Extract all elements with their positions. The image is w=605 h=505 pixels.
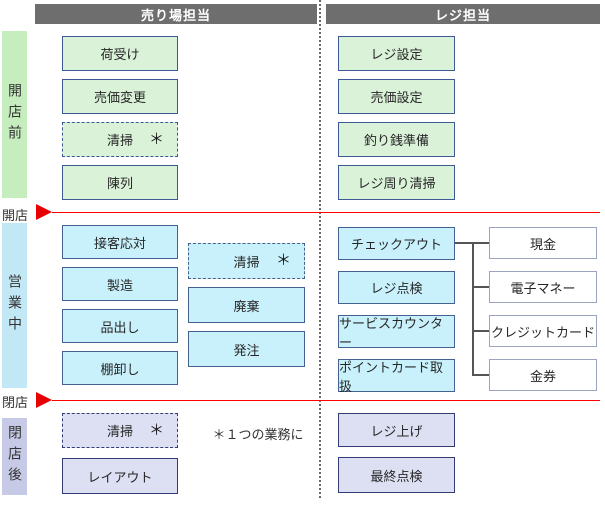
asterisk-mark: ＊ xyxy=(148,131,164,148)
task-box-seisou-after: 清掃 ＊ xyxy=(62,413,178,448)
task-box-reji-tenken: レジ点検 xyxy=(338,271,455,304)
connector-branch-emoney xyxy=(472,286,489,288)
open-marker-arrow-icon xyxy=(36,204,52,220)
task-label: チェックアウト xyxy=(350,237,442,252)
phase-label-after-close: 閉店後 xyxy=(7,425,23,488)
task-label: 荷受け xyxy=(100,47,140,62)
task-box-tsurisen-junbi: 釣り銭準備 xyxy=(338,122,455,157)
task-label: 陳列 xyxy=(106,176,133,191)
task-box-service-counter: サービスカウンター xyxy=(338,315,455,350)
close-marker-label: 閉店 xyxy=(2,395,29,410)
task-box-reji-settei: レジ設定 xyxy=(338,36,455,71)
connector-branch-credit xyxy=(472,330,489,332)
asterisk-mark: ＊ xyxy=(148,422,164,439)
close-marker-line xyxy=(52,400,600,401)
task-label: ポイントカード取扱 xyxy=(339,359,444,394)
task-box-baika-settei: 売価設定 xyxy=(338,79,455,114)
task-box-sekkyaku: 接客応対 xyxy=(62,225,178,259)
task-box-saishuu-tenken: 最終点検 xyxy=(338,457,455,493)
payment-box-emoney: 電子マネー xyxy=(489,271,597,303)
task-label: 金券 xyxy=(529,368,556,384)
task-box-baika-henkou: 売価変更 xyxy=(62,79,178,114)
task-label: レジ点検 xyxy=(370,281,423,296)
task-label: 棚卸し xyxy=(100,361,140,377)
phase-sidebar-before-open: 開店前 xyxy=(2,31,27,198)
payment-box-credit-card: クレジットカード xyxy=(489,315,597,347)
task-box-haiki: 廃棄 xyxy=(188,287,305,323)
task-label: 清掃 xyxy=(106,133,133,148)
asterisk-mark: ＊ xyxy=(275,252,291,269)
phase-sidebar-during-business: 営業中 xyxy=(2,223,27,388)
task-label: 品出し xyxy=(100,319,140,335)
task-label: 電子マネー xyxy=(510,280,576,296)
task-label: 現金 xyxy=(529,236,556,252)
task-box-reji-mawari-seisou: レジ周り清掃 xyxy=(338,165,455,200)
payment-box-voucher: 金券 xyxy=(489,359,597,391)
connector-branch-voucher xyxy=(472,374,489,376)
task-box-layout: レイアウト xyxy=(62,458,178,494)
task-box-chinretsu: 陳列 xyxy=(62,165,178,200)
phase-label-during-business: 営業中 xyxy=(7,274,23,337)
close-marker-arrow-icon xyxy=(36,392,52,408)
task-box-shinadashi: 品出し xyxy=(62,309,178,343)
task-box-point-card: ポイントカード取扱 xyxy=(338,359,455,394)
lane-divider-dotted-line xyxy=(319,0,321,498)
task-label: 廃棄 xyxy=(233,298,260,314)
task-box-reji-age: レジ上げ xyxy=(338,413,455,447)
task-label: レイアウト xyxy=(87,469,153,485)
task-label: サービスカウンター xyxy=(339,315,444,350)
task-box-niuke: 荷受け xyxy=(62,36,178,71)
task-box-seisou-during: 清掃 ＊ xyxy=(188,243,305,279)
task-label: 売価変更 xyxy=(93,90,146,105)
footnote-asterisk-note: ＊１つの業務に xyxy=(212,427,304,442)
payment-box-cash: 現金 xyxy=(489,227,597,259)
task-label: 最終点検 xyxy=(370,468,423,484)
phase-sidebar-after-close: 閉店後 xyxy=(2,418,27,495)
task-box-seisou-before: 清掃 ＊ xyxy=(62,122,178,157)
task-label: 接客応対 xyxy=(93,235,146,251)
task-label: 清掃 xyxy=(233,254,260,270)
task-box-hacchuu: 発注 xyxy=(188,331,305,367)
task-label: 清掃 xyxy=(106,424,133,439)
task-label: レジ上げ xyxy=(370,423,423,439)
connector-trunk xyxy=(472,242,474,376)
task-box-tanaoroshi: 棚卸し xyxy=(62,351,178,385)
task-box-checkout: チェックアウト xyxy=(338,227,455,260)
task-label: 釣り銭準備 xyxy=(363,133,429,148)
task-box-seizou: 製造 xyxy=(62,267,178,301)
open-marker-line xyxy=(52,212,600,213)
lane-header-sales-floor: 売り場担当 xyxy=(35,4,317,24)
task-label: 売価設定 xyxy=(370,90,423,105)
task-label: レジ周り清掃 xyxy=(357,176,436,191)
lane-header-register: レジ担当 xyxy=(326,4,600,24)
phase-label-before-open: 開店前 xyxy=(7,83,23,146)
task-label: 発注 xyxy=(233,342,260,358)
open-marker-label: 開店 xyxy=(2,208,29,223)
task-label: クレジットカード xyxy=(490,324,595,340)
task-label: レジ設定 xyxy=(370,47,423,62)
task-label: 製造 xyxy=(106,277,133,293)
